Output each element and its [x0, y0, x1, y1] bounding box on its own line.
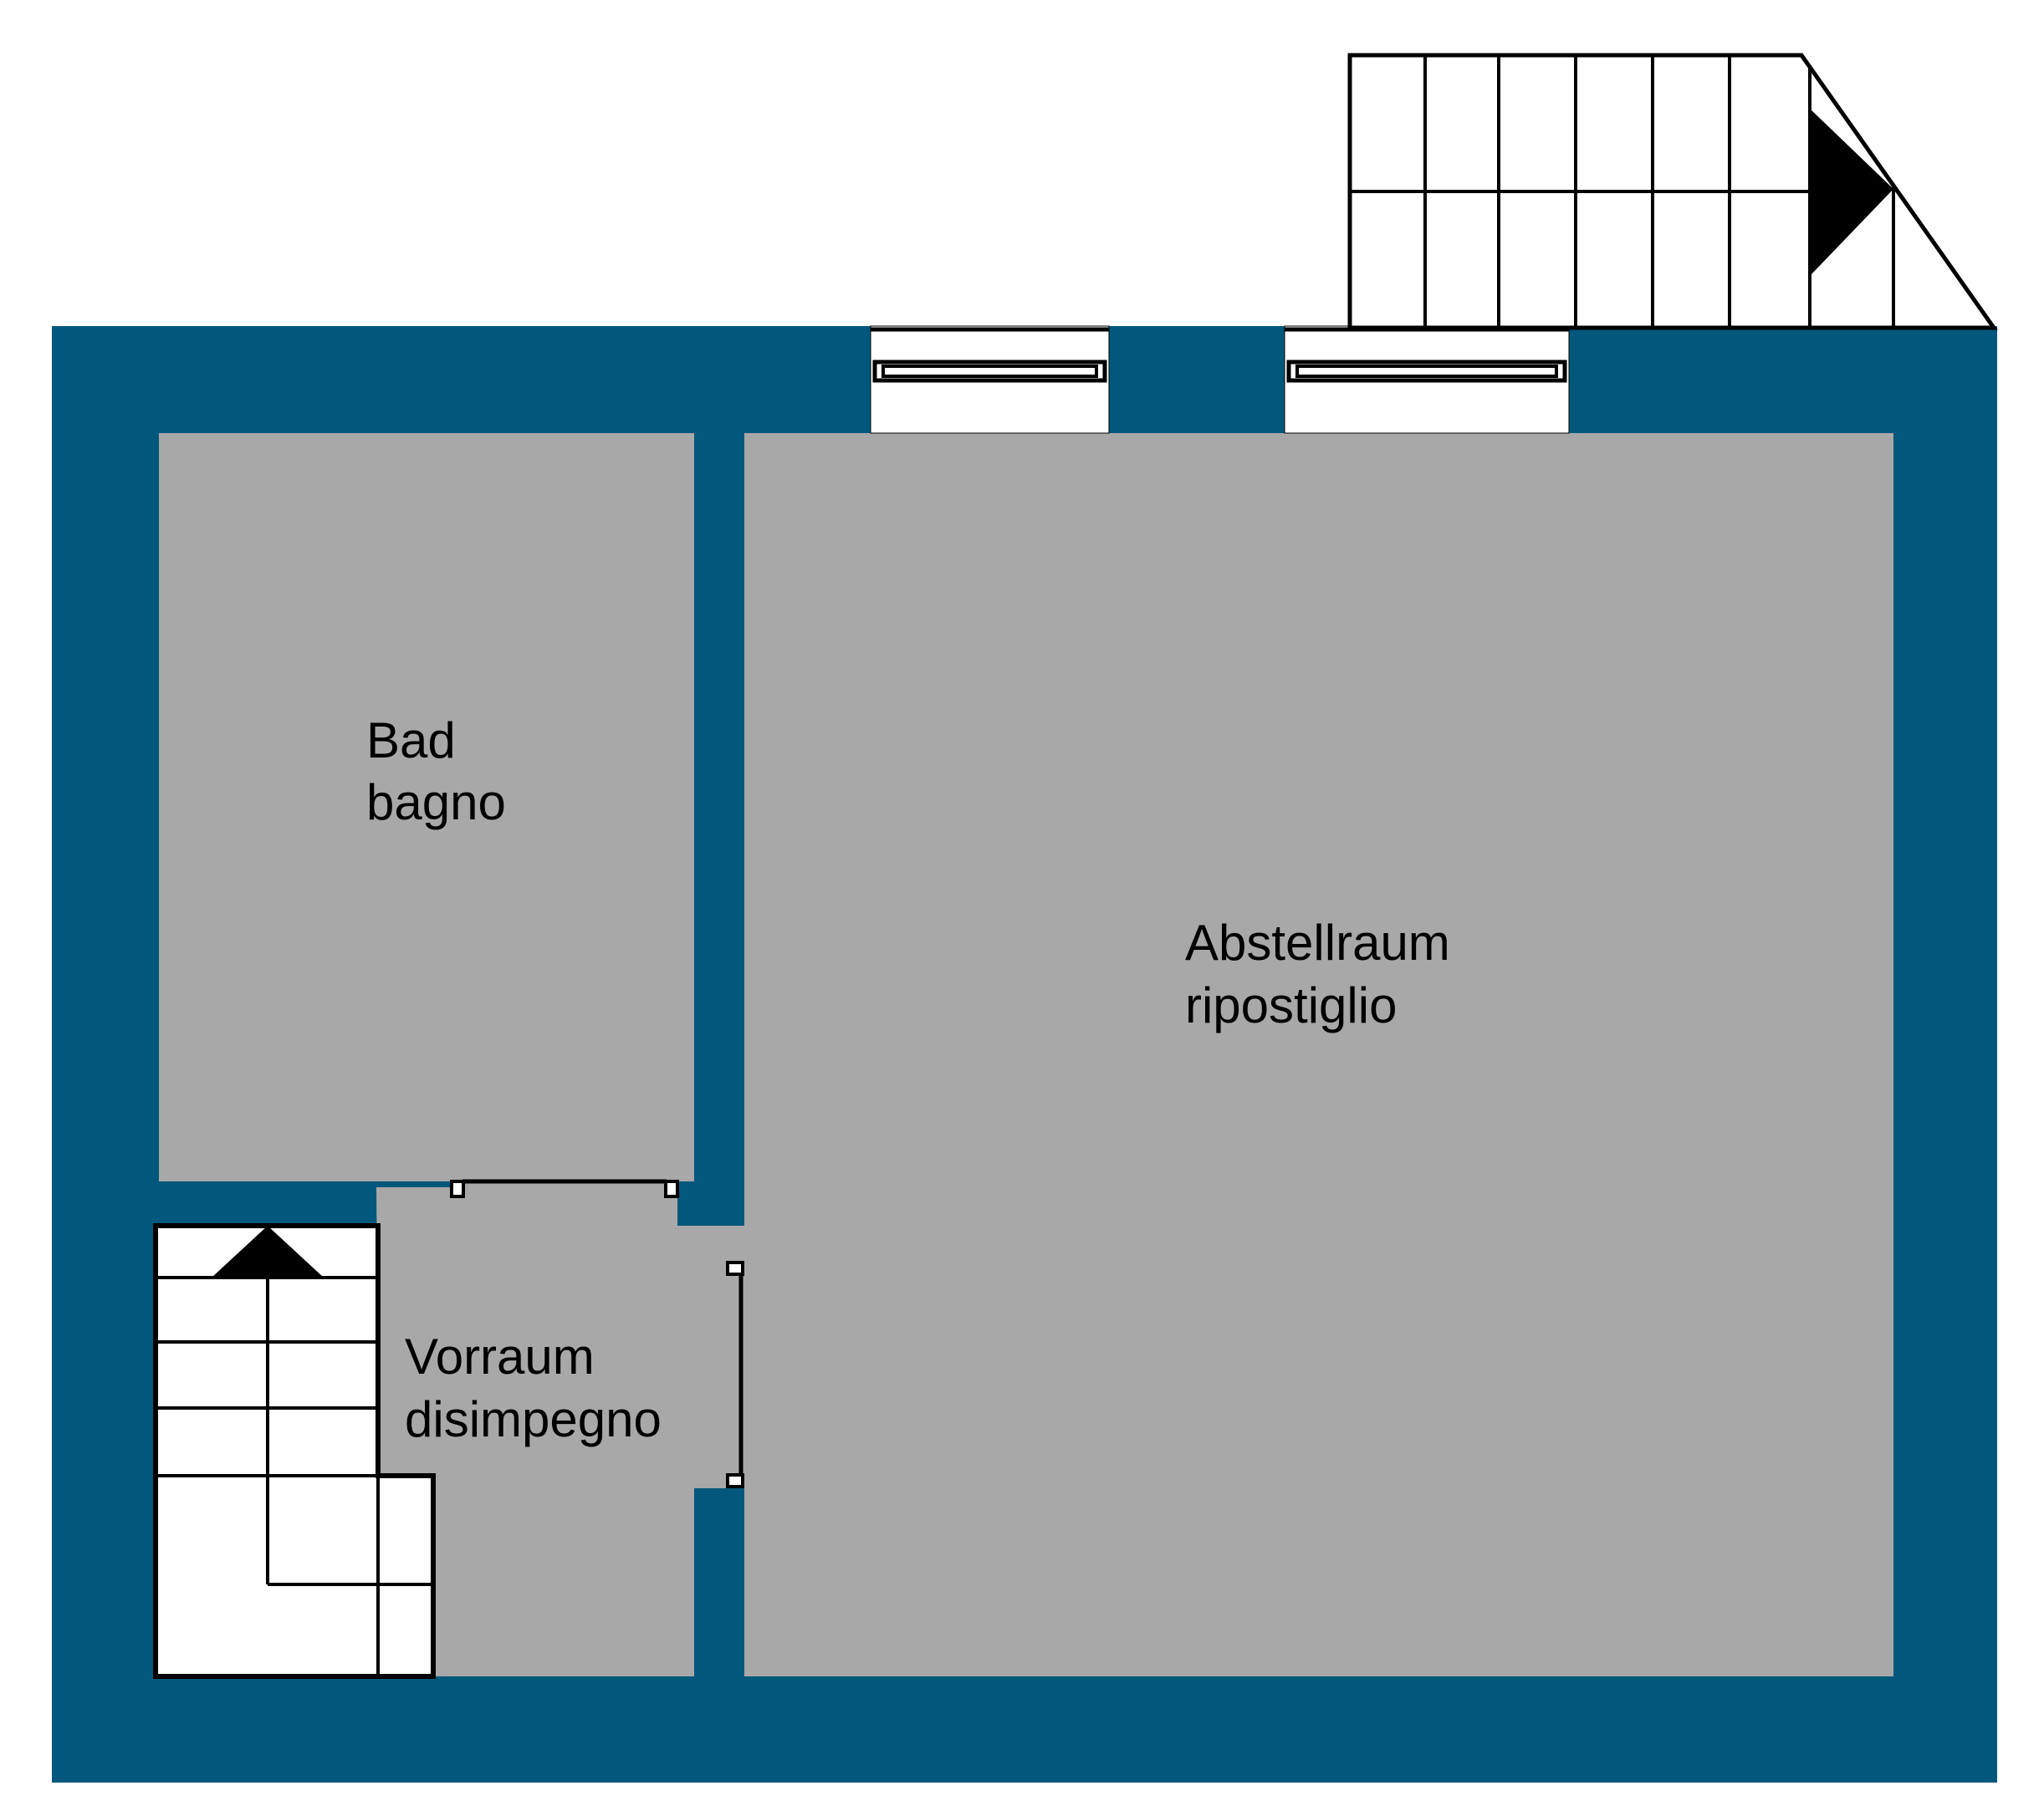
door-icon — [450, 1179, 679, 1198]
room-bad-label-de: Bad — [366, 712, 456, 768]
interior-stair — [153, 1223, 436, 1679]
doorway-bad-vorraum — [452, 1181, 677, 1232]
room-abstellraum-label-it: ripostiglio — [1185, 977, 1397, 1033]
window-icon — [870, 325, 1110, 434]
stair-direction-arrow-icon — [212, 1226, 324, 1278]
room-bad-label-it: bagno — [366, 774, 506, 830]
room-vorraum-label-de: Vorraum — [405, 1329, 595, 1385]
room-bad-floor — [159, 433, 694, 1181]
window-icon — [1284, 325, 1570, 434]
door-icon — [726, 1261, 744, 1488]
room-abstellraum-label-de: Abstellraum — [1185, 915, 1450, 971]
stair-direction-arrow-icon — [1810, 109, 1893, 276]
exterior-stair — [1347, 53, 1998, 330]
room-vorraum-floor — [376, 1187, 744, 1676]
room-vorraum-label-it: disimpegno — [405, 1391, 662, 1447]
room-abstellraum-floor — [744, 433, 1893, 1676]
